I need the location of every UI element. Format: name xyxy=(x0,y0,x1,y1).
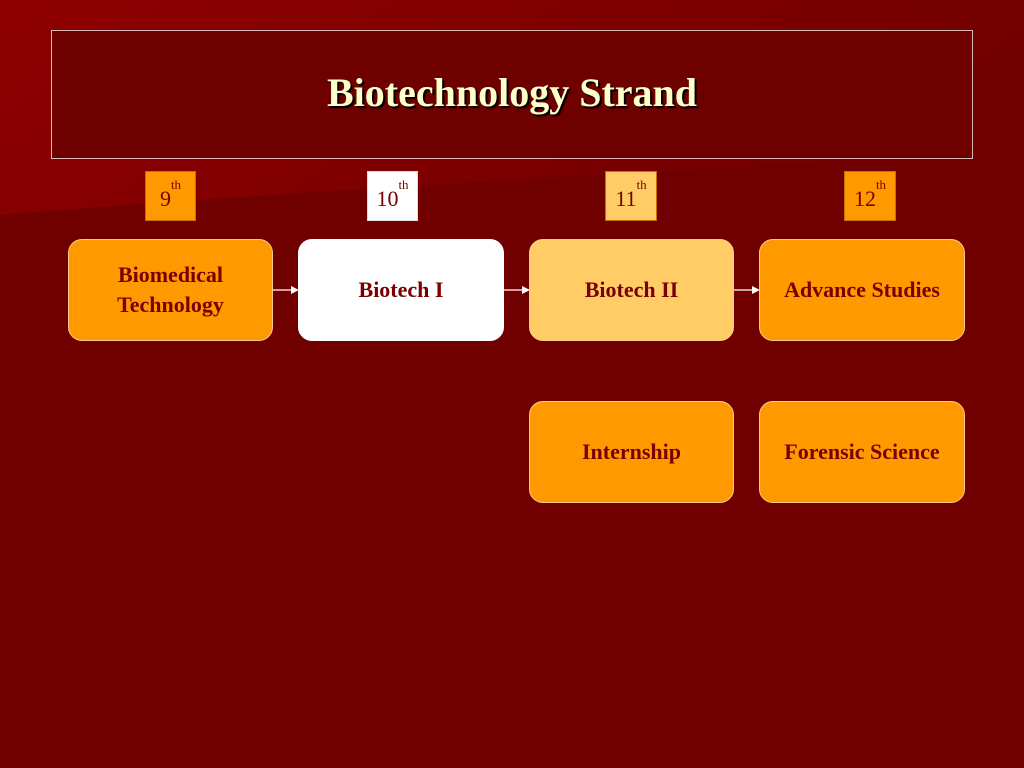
internship-label: Internship xyxy=(581,439,682,464)
grade-9-number: 9 xyxy=(159,186,171,211)
node-biotech-2: Biotech II xyxy=(529,239,734,341)
grade-11-number: 11 xyxy=(615,186,637,211)
biotech2-label: Biotech II xyxy=(584,277,679,302)
forensic-science-label: Forensic Science xyxy=(784,439,940,464)
page-title: Biotechnology Strand xyxy=(326,70,698,115)
node-biomedical-technology: Biomedical Technology xyxy=(68,239,273,341)
node-biotech-1: Biotech I xyxy=(298,239,504,341)
node-forensic-science: Forensic Science xyxy=(759,401,965,503)
grade-12-number: 12 xyxy=(853,186,876,211)
node-advance-studies: Advance Studies xyxy=(759,239,965,341)
biomedical-line1: Biomedical xyxy=(117,262,224,287)
advance-studies-label: Advance Studies xyxy=(784,277,940,302)
title-box: Biotechnology Strand xyxy=(51,30,973,159)
node-internship: Internship xyxy=(529,401,734,503)
grade-10-number: 10 xyxy=(376,186,399,211)
biomedical-line2: Technology xyxy=(117,292,224,317)
biotech1-label: Biotech I xyxy=(358,277,444,302)
